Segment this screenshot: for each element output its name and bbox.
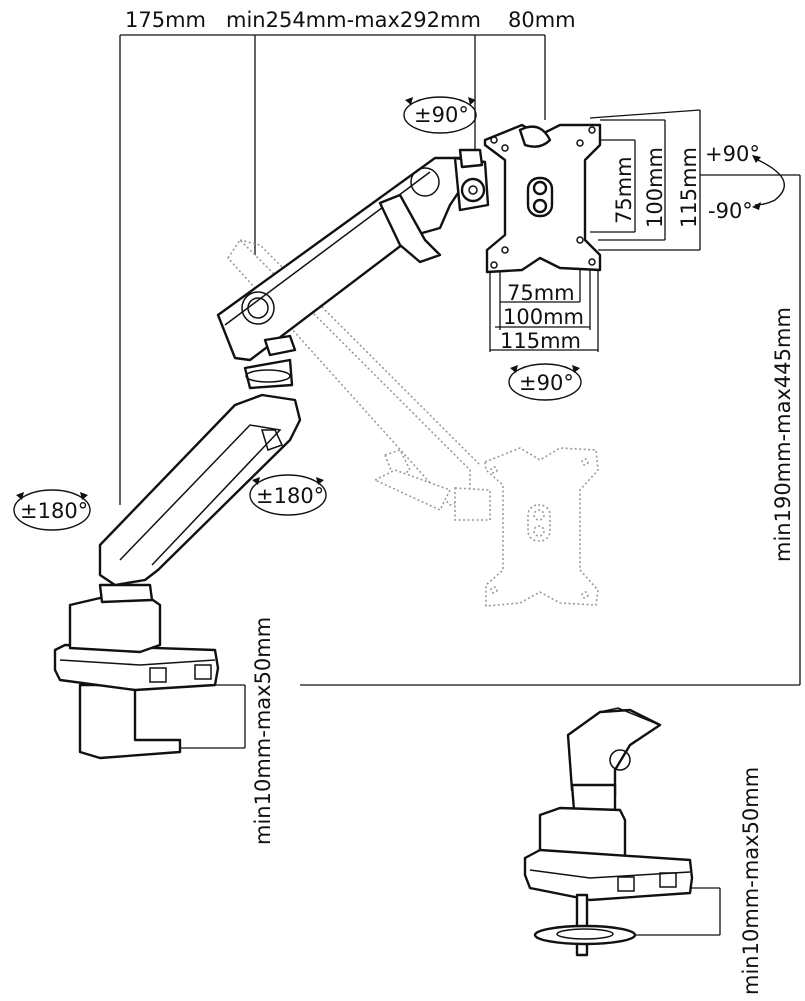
dim-clamp-range: min10mm-max50mm — [251, 617, 275, 845]
dim-vesa-v-115: 115mm — [500, 329, 581, 353]
tilt-head — [453, 148, 490, 212]
upper-arm — [216, 156, 472, 362]
vesa-plate — [483, 123, 602, 274]
dim-vesa-v-75: 75mm — [507, 281, 575, 305]
dim-vesa-v-100: 100mm — [503, 305, 584, 329]
dim-height-range: min190mm-max445mm — [771, 307, 795, 562]
rot-vesa-rotate: ±90° — [519, 371, 574, 395]
dim-vesa-h-100: 100mm — [643, 147, 667, 228]
desk-clamp — [53, 583, 220, 760]
grommet-mount — [523, 707, 694, 957]
rot-elbow-swivel: ±180° — [256, 484, 324, 508]
rot-head-swivel: ±90° — [414, 103, 469, 127]
lower-arm — [98, 358, 302, 587]
rot-tilt-down: -90° — [708, 199, 753, 223]
dim-top-middle: min254mm-max292mm — [226, 8, 481, 32]
dim-vesa-h-115: 115mm — [677, 147, 701, 228]
dim-vesa-h-75: 75mm — [612, 156, 636, 224]
dim-top-left: 175mm — [125, 8, 206, 32]
rot-base-swivel: ±180° — [20, 499, 88, 523]
dimension-lines — [119, 34, 801, 936]
dim-grommet-range: min10mm-max50mm — [739, 767, 763, 995]
dim-top-right: 80mm — [508, 8, 576, 32]
rot-tilt-up: +90° — [705, 142, 760, 166]
rotation-arrows — [13, 96, 785, 531]
